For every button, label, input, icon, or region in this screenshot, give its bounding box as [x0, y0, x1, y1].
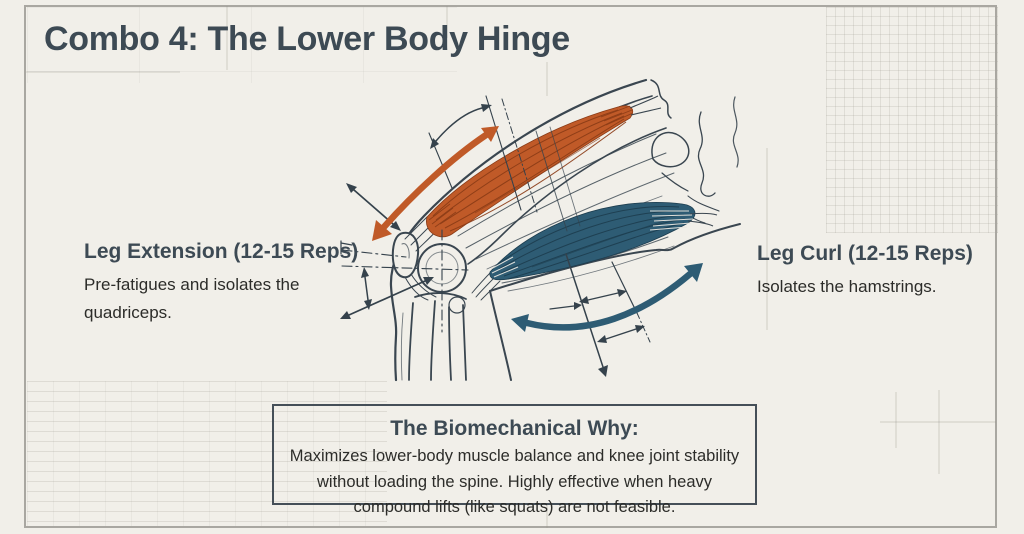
hamstring-contraction-arrow: [511, 263, 703, 332]
leg-extension-heading: Leg Extension (12-15 Reps): [84, 240, 359, 263]
leg-curl-heading: Leg Curl (12-15 Reps): [757, 242, 973, 265]
page-frame-border: [24, 5, 997, 528]
quadriceps-muscle: [426, 95, 662, 238]
leg-extension-description: Pre-fatigues and isolates the quadriceps…: [84, 275, 300, 322]
patella: [391, 231, 420, 279]
biomechanical-why-box: The Biomechanical Why: Maximizes lower-b…: [272, 404, 757, 516]
grid-hairlines: [26, 6, 996, 528]
leg-curl-description: Isolates the hamstrings.: [757, 277, 937, 296]
page-title: Combo 4: The Lower Body Hinge: [44, 20, 570, 58]
dimension-annotations: [340, 95, 651, 377]
why-box-heading: The Biomechanical Why:: [390, 417, 639, 440]
leg-curl-label: Leg Curl (12-15 Reps) Isolates the hamst…: [757, 242, 973, 301]
knee-joint-bones: [391, 133, 675, 381]
bone-detail-right: [650, 79, 739, 224]
leg-extension-label: Leg Extension (12-15 Reps) Pre-fatigues …: [84, 240, 358, 326]
why-box-body: Maximizes lower-body muscle balance and …: [289, 447, 740, 517]
hamstring-muscle: [489, 201, 718, 281]
quadriceps-contraction-arrow: [372, 126, 499, 241]
